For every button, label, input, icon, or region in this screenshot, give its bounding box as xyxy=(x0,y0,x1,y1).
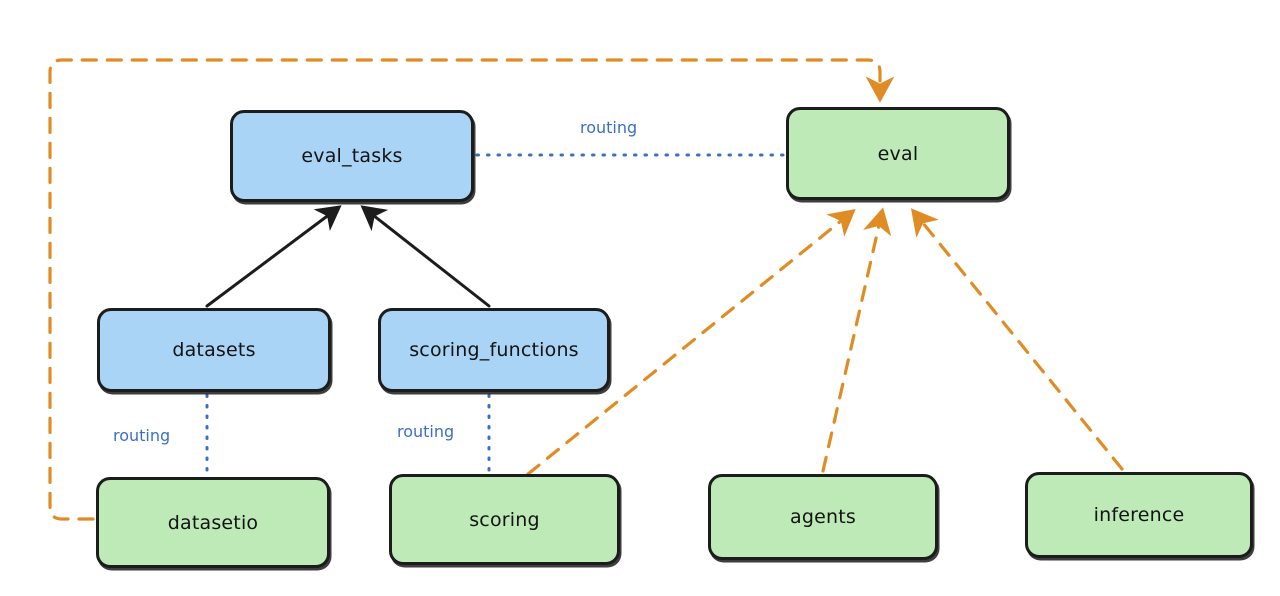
node-label-inference: inference xyxy=(1093,504,1185,526)
edge-datasets-to-eval-tasks xyxy=(205,205,342,308)
node-label-scoring-functions: scoring_functions xyxy=(409,339,579,361)
node-agents[interactable]: agents xyxy=(708,474,938,560)
node-label-agents: agents xyxy=(790,506,856,528)
edge-label-routing-eval: routing xyxy=(580,118,638,137)
node-eval[interactable]: eval xyxy=(786,107,1010,200)
edge-agents-to-eval xyxy=(821,207,892,473)
node-label-datasetio: datasetio xyxy=(167,511,259,534)
node-label-eval: eval xyxy=(877,142,919,165)
edge-inference-to-eval xyxy=(910,208,1124,471)
node-inference[interactable]: inference xyxy=(1025,472,1253,558)
node-label-scoring: scoring xyxy=(469,508,540,531)
node-eval-tasks[interactable]: eval_tasks xyxy=(230,110,474,202)
edge-label-routing-datasetio: routing xyxy=(113,426,171,445)
node-datasets[interactable]: datasets xyxy=(97,308,331,392)
node-scoring-functions[interactable]: scoring_functions xyxy=(378,308,610,392)
node-scoring[interactable]: scoring xyxy=(389,474,620,565)
node-label-eval-tasks: eval_tasks xyxy=(301,145,403,167)
edge-datasetio-to-eval xyxy=(48,58,895,521)
edge-scoring-to-eval xyxy=(526,208,856,476)
edge-scoring-functions-to-eval-tasks xyxy=(360,205,491,308)
edge-label-routing-scoring: routing xyxy=(397,422,455,441)
node-label-datasets: datasets xyxy=(172,339,256,361)
node-datasetio[interactable]: datasetio xyxy=(96,477,330,568)
